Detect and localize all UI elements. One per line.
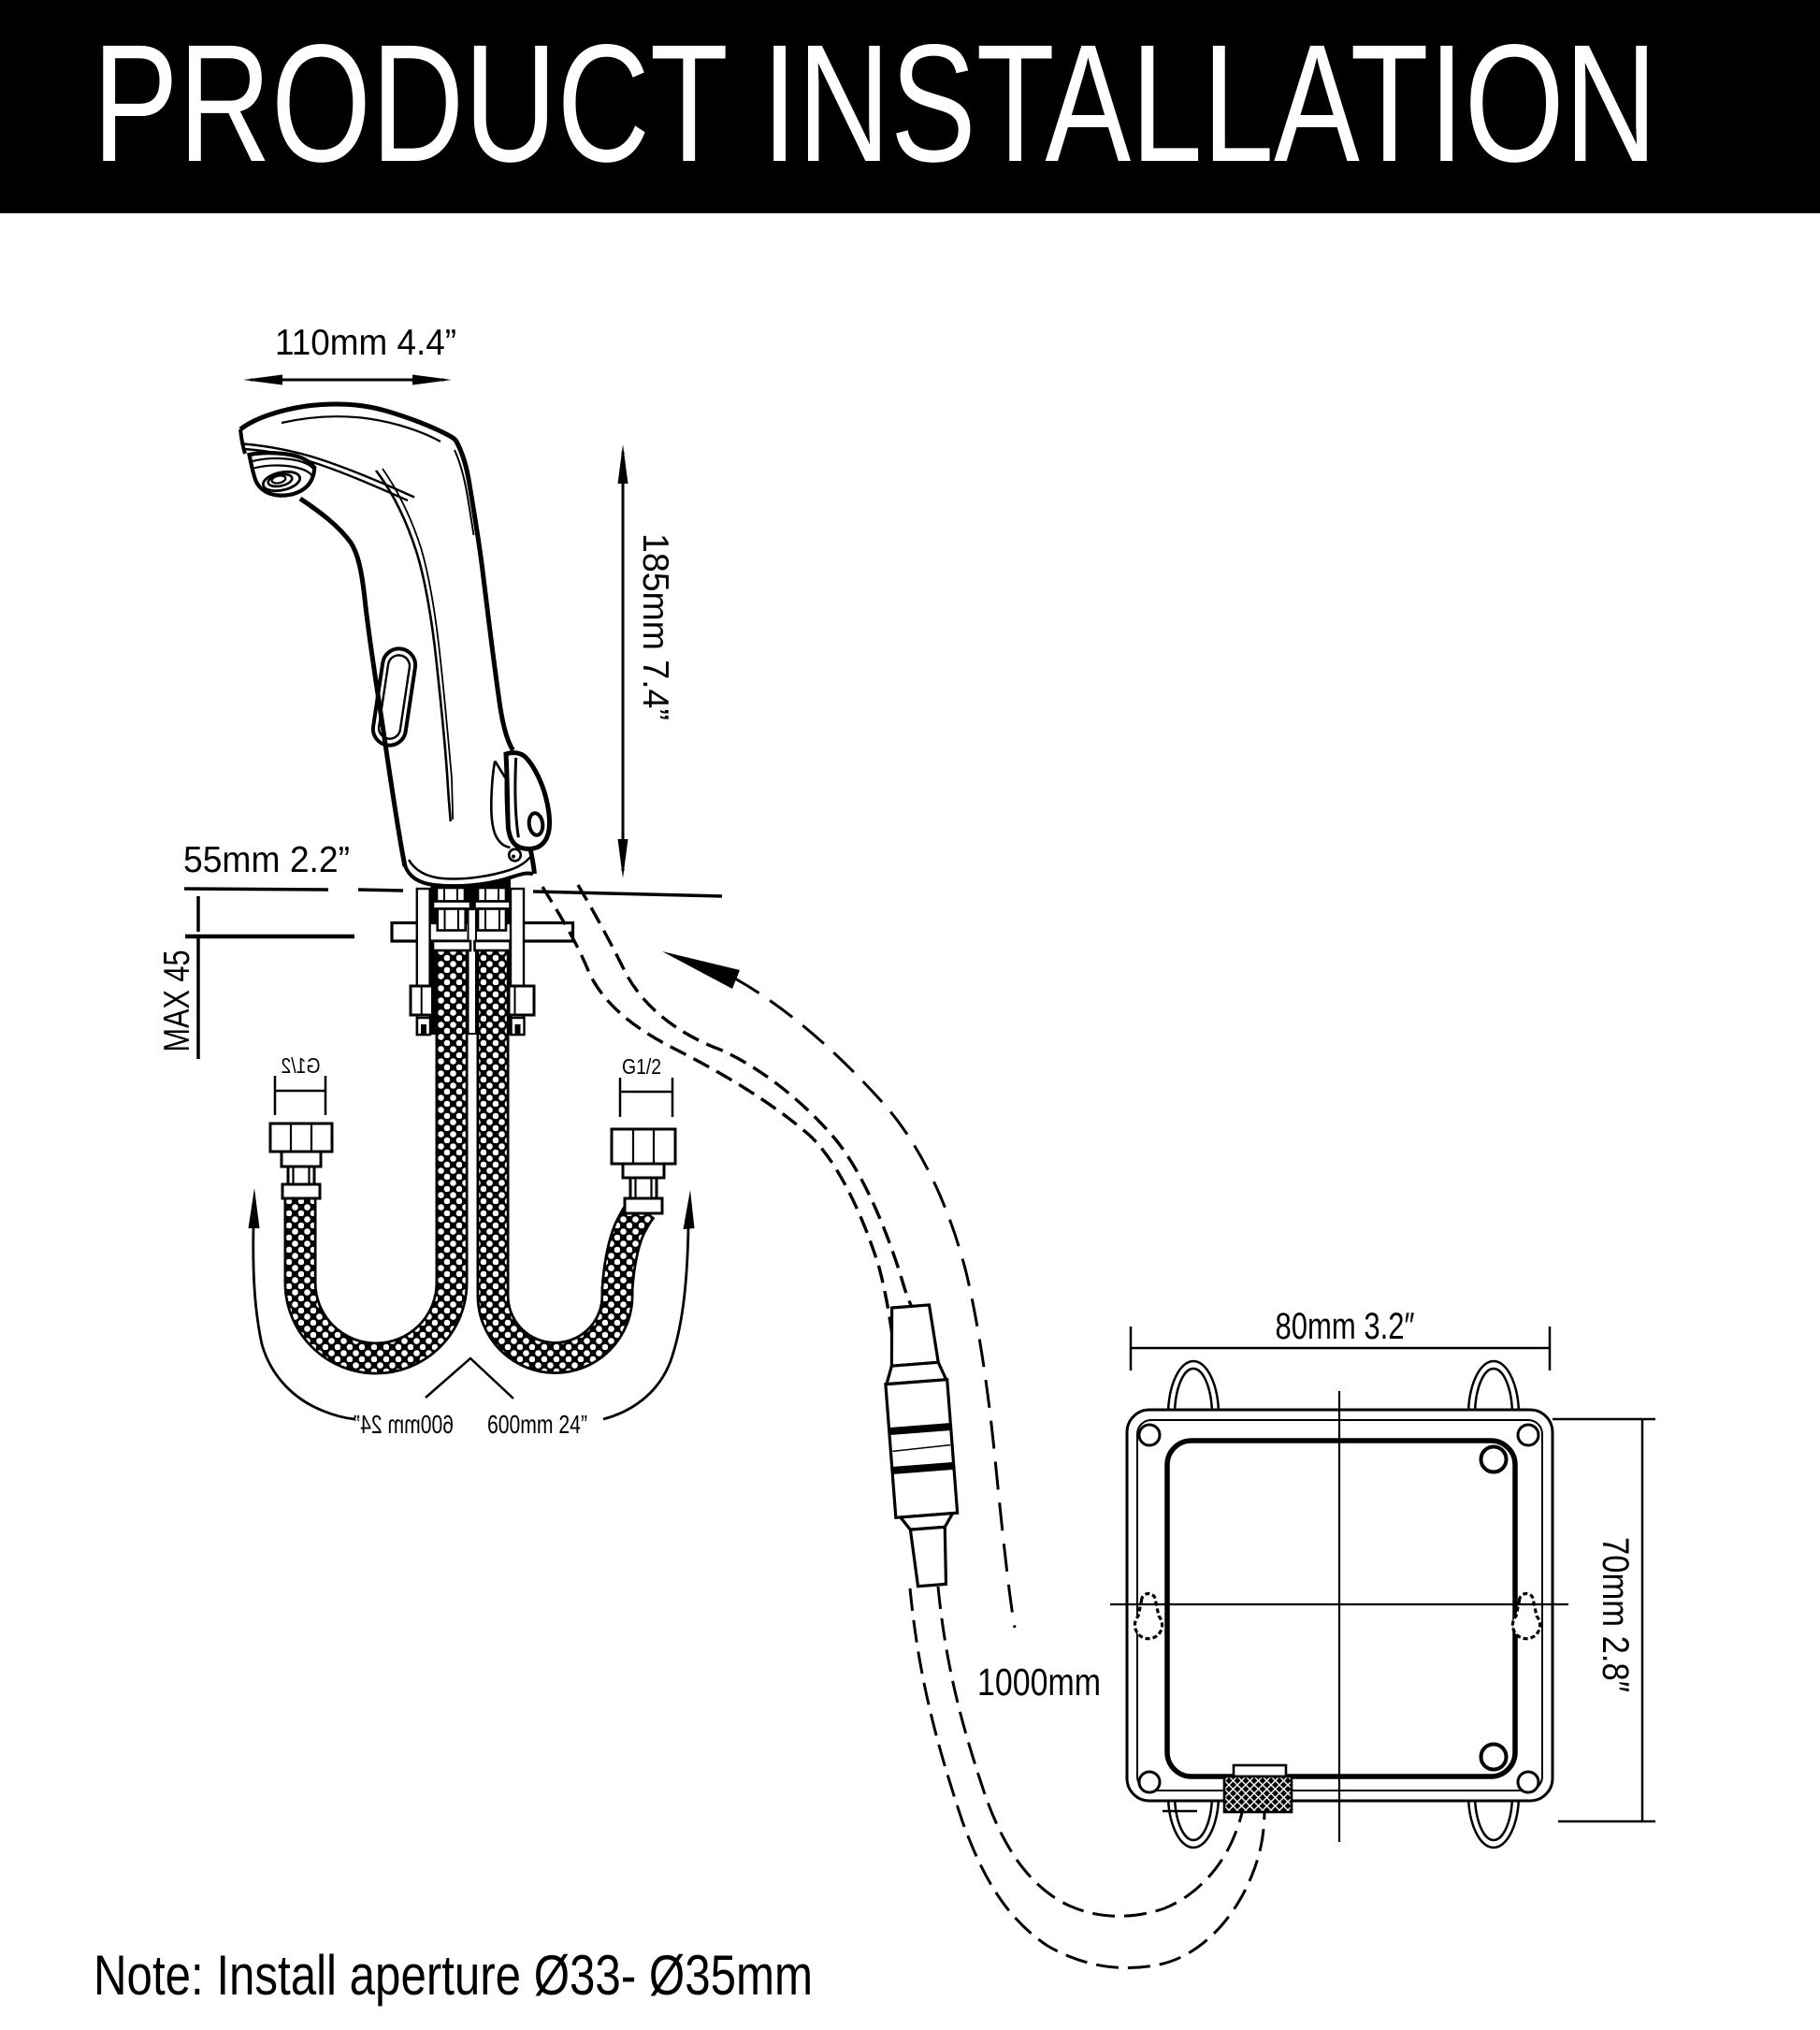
svg-text:G1/2: G1/2 bbox=[282, 1053, 321, 1078]
svg-text:G1/2: G1/2 bbox=[622, 1054, 661, 1079]
svg-text:600mm 24”: 600mm 24” bbox=[487, 1410, 587, 1439]
svg-text:Note: Install aperture Ø33- Ø3: Note: Install aperture Ø33- Ø35mm bbox=[94, 1944, 813, 2007]
svg-text:185mm 7.4”: 185mm 7.4” bbox=[635, 533, 675, 720]
svg-text:1000mm: 1000mm bbox=[977, 1660, 1101, 1704]
svg-text:55mm 2.2”: 55mm 2.2” bbox=[183, 840, 350, 880]
svg-text:MAX 45: MAX 45 bbox=[157, 950, 197, 1052]
svg-text:PRODUCT INSTALLATION: PRODUCT INSTALLATION bbox=[93, 9, 1657, 196]
svg-text:80mm 3.2″: 80mm 3.2″ bbox=[1276, 1306, 1415, 1347]
svg-text:110mm 4.4”: 110mm 4.4” bbox=[275, 323, 456, 363]
svg-text:600mm 24”: 600mm 24” bbox=[354, 1410, 454, 1439]
svg-text:70mm 2.8″: 70mm 2.8″ bbox=[1595, 1537, 1636, 1692]
